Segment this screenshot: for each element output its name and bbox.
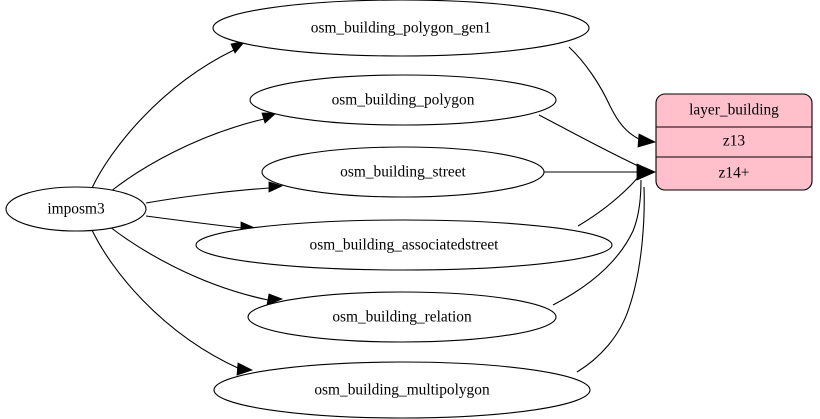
edge-line bbox=[538, 114, 641, 168]
edge-imposm3-to-osm-building-relation bbox=[109, 226, 284, 306]
node-osm-building-multipolygon[interactable]: osm_building_multipolygon bbox=[213, 361, 591, 419]
edge-osm-building-multipolygon-to-layer-building-z14 bbox=[576, 186, 645, 373]
node-shape bbox=[247, 291, 557, 343]
edge-line bbox=[109, 226, 269, 301]
node-osm-building-street[interactable]: osm_building_street bbox=[261, 146, 545, 198]
node-label: osm_building_polygon_gen1 bbox=[311, 20, 491, 37]
edge-arrowhead bbox=[236, 362, 254, 376]
node-imposm3[interactable]: imposm3 bbox=[5, 186, 147, 232]
edge-line bbox=[552, 179, 642, 306]
layer-building-row-z14plus: z14+ bbox=[719, 165, 750, 182]
node-shape bbox=[195, 219, 613, 271]
node-label: osm_building_relation bbox=[332, 309, 472, 326]
edge-imposm3-to-osm-building-polygon bbox=[109, 112, 278, 193]
edge-arrowhead-z14-merged bbox=[636, 163, 656, 181]
node-label: osm_building_multipolygon bbox=[314, 382, 490, 399]
node-osm-building-relation[interactable]: osm_building_relation bbox=[247, 291, 557, 343]
edge-line bbox=[145, 187, 270, 204]
edge-osm-building-relation-to-layer-building-z14 bbox=[552, 179, 642, 306]
edge-line bbox=[91, 49, 235, 189]
edge-line bbox=[568, 46, 642, 141]
edge-line bbox=[91, 229, 241, 370]
edge-imposm3-to-osm-building-street bbox=[145, 181, 284, 204]
edge-line bbox=[145, 215, 243, 229]
node-osm-building-associatedstreet[interactable]: osm_building_associatedstreet bbox=[195, 219, 613, 271]
edge-arrowhead bbox=[268, 181, 284, 193]
node-shape bbox=[212, 0, 590, 57]
node-label: osm_building_associatedstreet bbox=[310, 237, 500, 254]
node-shape bbox=[261, 146, 545, 198]
edge-line bbox=[576, 186, 645, 373]
edge-line bbox=[577, 173, 642, 227]
edge-osm-building-associatedstreet-to-layer-building-z14 bbox=[577, 173, 642, 227]
node-shape bbox=[249, 74, 557, 126]
edge-osm-building-polygon-gen1-to-layer-building-z13 bbox=[568, 46, 657, 148]
edge-arrowhead bbox=[266, 293, 284, 306]
edge-osm-building-polygon-to-layer-building-z14 bbox=[538, 114, 641, 168]
node-label: imposm3 bbox=[47, 201, 105, 218]
node-label: osm_building_polygon bbox=[332, 92, 475, 109]
layer-building-box bbox=[655, 93, 813, 191]
edge-group-tables-to-layer bbox=[538, 46, 657, 373]
node-osm-building-polygon[interactable]: osm_building_polygon bbox=[249, 74, 557, 126]
node-shape bbox=[5, 186, 147, 232]
node-osm-building-polygon-gen1[interactable]: osm_building_polygon_gen1 bbox=[212, 0, 590, 57]
node-label: osm_building_street bbox=[340, 164, 466, 181]
edge-group-source-to-tables bbox=[91, 40, 284, 376]
edge-imposm3-to-osm-building-multipolygon bbox=[91, 229, 254, 376]
node-shape bbox=[213, 361, 591, 419]
layer-building-row-z13: z13 bbox=[723, 133, 746, 150]
edge-arrowhead bbox=[637, 133, 657, 148]
layer-building-title: layer_building bbox=[689, 102, 779, 119]
edge-line bbox=[109, 118, 265, 193]
edge-imposm3-to-osm-building-polygon-gen1 bbox=[91, 40, 247, 189]
edge-arrowhead bbox=[261, 112, 278, 124]
node-layer-building[interactable]: layer_building z13 z14+ bbox=[655, 93, 813, 191]
